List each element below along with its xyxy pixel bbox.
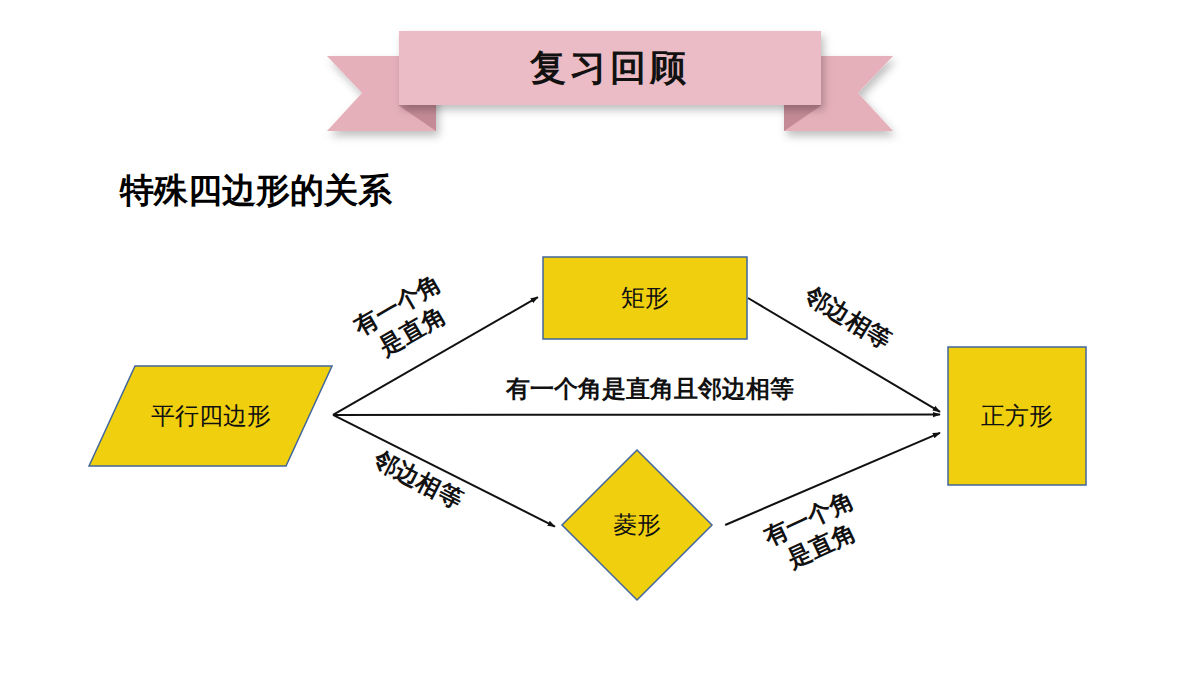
edge-label: 有一个角是直角且邻边相等: [504, 374, 796, 404]
parallelogram-box-shape: [89, 366, 332, 466]
ribbon-left-fold: [398, 105, 436, 131]
edge-label: 邻边相等: [367, 444, 470, 516]
node-label: 菱形: [613, 509, 661, 541]
parallelogram-box: 平行四边形: [88, 365, 333, 467]
node-label: 正方形: [981, 400, 1053, 432]
node-label: 复习回顾: [530, 44, 690, 93]
rectangle-box-shape: [543, 257, 747, 339]
arrow-connector: [333, 415, 555, 527]
rectangle-box: 矩形: [542, 256, 748, 340]
edge-label: 邻边相等: [797, 279, 898, 356]
slide-title: 特殊四边形的关系: [120, 168, 392, 214]
node-label: 平行四边形: [151, 400, 271, 432]
edge-label: 有一个角 是直角: [746, 479, 884, 586]
square-box: 正方形: [947, 346, 1087, 486]
node-label: 矩形: [621, 282, 669, 314]
ribbon-banner: 复习回顾: [398, 30, 822, 106]
rhombus-diamond-shape: [562, 450, 712, 600]
rhombus-diamond: 菱形: [561, 449, 713, 601]
ribbon-right-fold: [784, 105, 822, 131]
ribbon-banner-shape: [399, 31, 821, 105]
arrow-connector: [333, 414, 940, 416]
edge-label: 有一个角 是直角: [336, 261, 473, 375]
square-box-shape: [948, 347, 1086, 485]
